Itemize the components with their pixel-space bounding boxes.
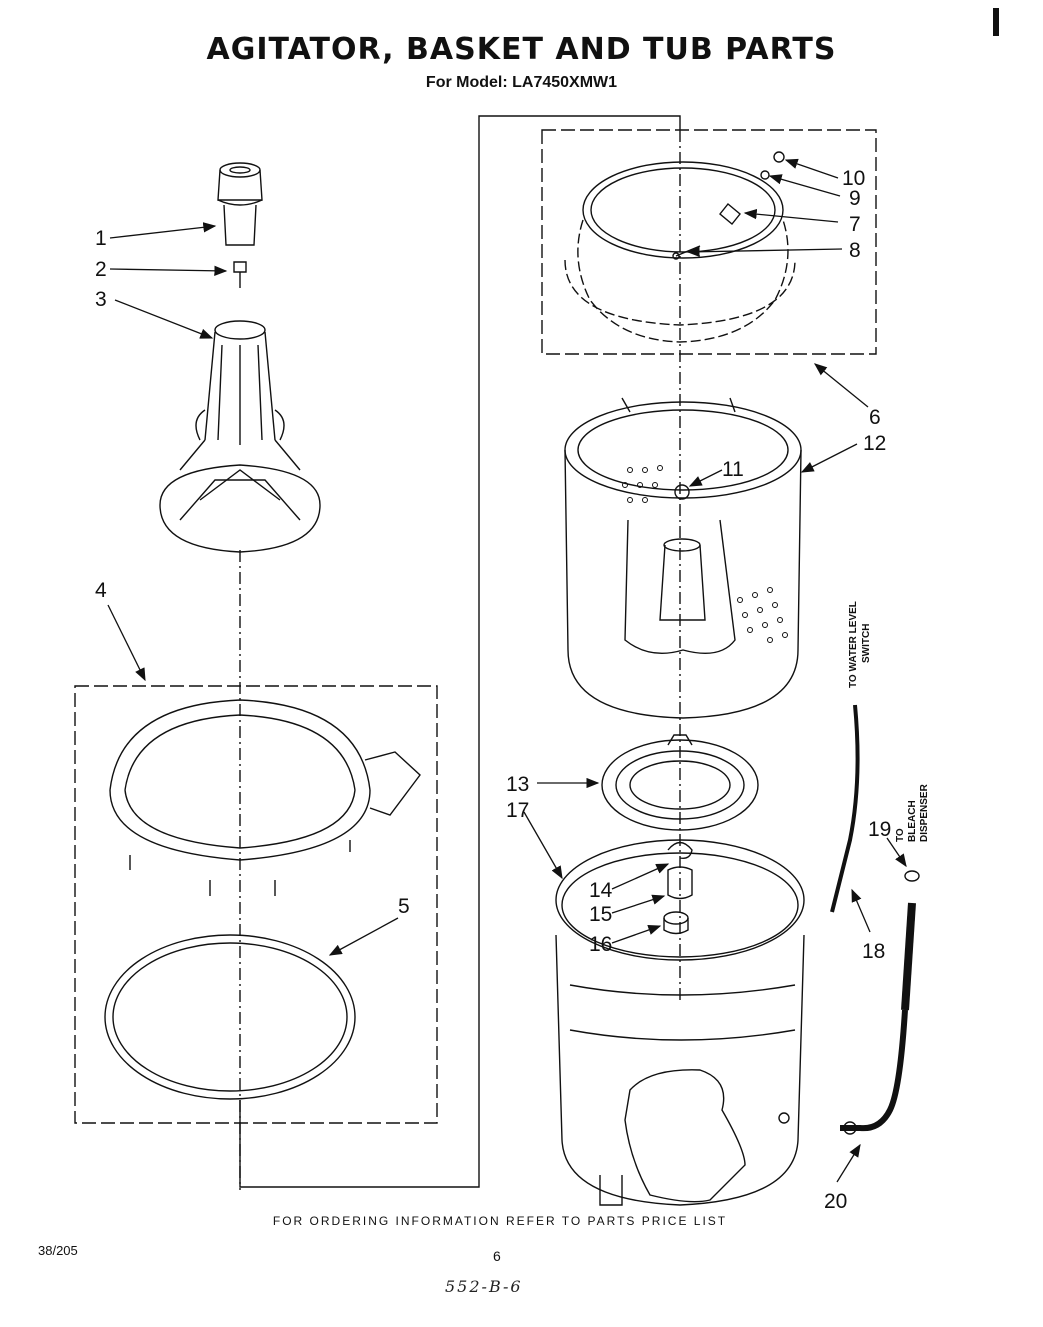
callout-numbers: 1 2 3 4 5 6 7 8 9 10 11 12 13 17 14 15 1… bbox=[95, 167, 891, 1213]
callout-15: 15 bbox=[589, 903, 612, 926]
callout-6: 6 bbox=[869, 406, 881, 429]
callout-7: 7 bbox=[849, 213, 861, 236]
tub-seal-ring-part bbox=[104, 934, 356, 1100]
callout-9: 9 bbox=[849, 187, 861, 210]
water-level-hose-part bbox=[830, 704, 860, 913]
bleach-label-line2: BLEACH bbox=[907, 800, 918, 842]
bleach-hose-part bbox=[840, 870, 920, 1135]
callout-12: 12 bbox=[863, 432, 886, 455]
callout-11: 11 bbox=[722, 458, 744, 481]
callout-14: 14 bbox=[589, 879, 613, 902]
callout-3: 3 bbox=[95, 288, 107, 311]
callout-4: 4 bbox=[95, 579, 107, 602]
callout-19: 19 bbox=[868, 818, 891, 841]
callout-20: 20 bbox=[824, 1190, 847, 1213]
agitator-part bbox=[159, 320, 321, 553]
callout-2: 2 bbox=[95, 258, 107, 281]
basket-holes bbox=[622, 465, 788, 643]
leader-lines bbox=[107, 158, 907, 1183]
ordering-info-note: FOR ORDERING INFORMATION REFER TO PARTS … bbox=[272, 1214, 728, 1228]
bleach-label-line3: DISPENSER bbox=[919, 783, 930, 842]
agitator-cap-part bbox=[217, 162, 263, 246]
basket-part bbox=[564, 397, 802, 719]
callout-1: 1 bbox=[95, 227, 107, 250]
water-level-label-line1: TO WATER LEVEL bbox=[848, 601, 859, 688]
group-box-4 bbox=[74, 685, 438, 1124]
callout-8: 8 bbox=[849, 239, 861, 262]
callout-18: 18 bbox=[862, 940, 885, 963]
document-code: 38/205 bbox=[38, 1243, 78, 1258]
callout-13: 13 bbox=[506, 773, 529, 796]
callout-17: 17 bbox=[506, 799, 529, 822]
drive-plate-part bbox=[601, 734, 759, 831]
outer-tub-part bbox=[555, 839, 805, 1206]
bleach-dispenser-label: TO BLEACH DISPENSER bbox=[895, 783, 930, 842]
tub-hardware-parts bbox=[663, 841, 693, 935]
group-box-6 bbox=[541, 129, 877, 355]
tub-ring-part bbox=[109, 699, 421, 896]
page-number: 6 bbox=[493, 1248, 501, 1264]
callout-10: 10 bbox=[842, 167, 865, 190]
water-level-switch-label: TO WATER LEVEL SWITCH bbox=[848, 601, 872, 688]
page-title: AGITATOR, BASKET AND TUB PARTS bbox=[206, 32, 837, 67]
agitator-bolt-part bbox=[233, 261, 247, 288]
water-level-label-line2: SWITCH bbox=[861, 624, 872, 663]
callout-5: 5 bbox=[398, 895, 410, 918]
callout-16: 16 bbox=[589, 933, 612, 956]
model-subtitle: For Model: LA7450XMW1 bbox=[425, 74, 618, 91]
bleach-label-line1: TO bbox=[895, 828, 906, 842]
basket-balance-ring-part bbox=[564, 161, 796, 343]
handwritten-note: 552-B-6 bbox=[445, 1277, 523, 1296]
corner-mark bbox=[993, 8, 999, 36]
